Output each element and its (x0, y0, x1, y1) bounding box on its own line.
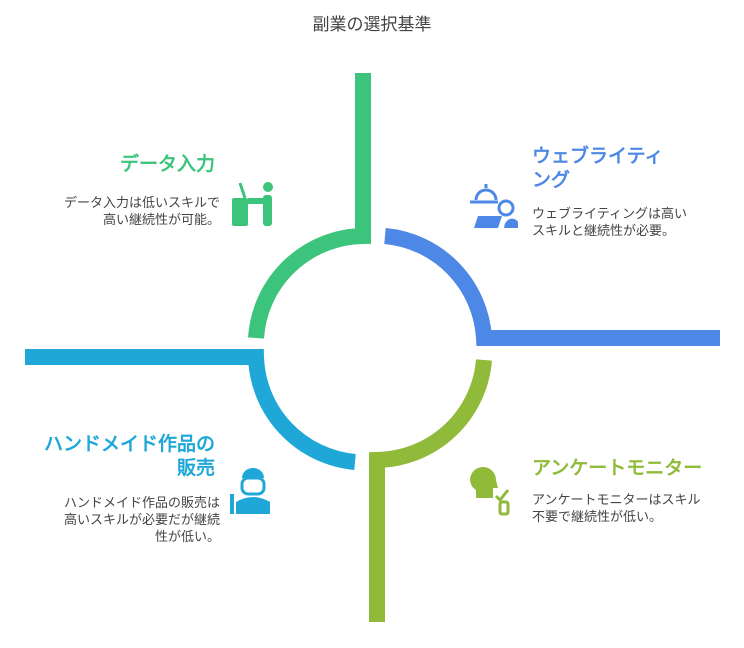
survey-monitor-desc: アンケートモニターはスキル不要で継続性が低い。 (532, 493, 701, 525)
diagram-title: 副業の選択基準 (312, 15, 432, 35)
handmade-desc: ハンドメイド作品の販売は高いスキルが必要だが継続性が低い。 (63, 496, 220, 545)
survey-monitor-heading: アンケートモニター (532, 457, 703, 479)
data-entry-heading: データ入力 (119, 153, 215, 175)
cyan-arc (25, 349, 356, 470)
survey-person-icon (470, 467, 510, 516)
olive-arc (369, 359, 492, 622)
data-entry-desc: データ入力は低いスキルで高い継続性が可能。 (63, 196, 220, 228)
laptop-sun-icon (470, 184, 518, 228)
desk-worker-icon (232, 182, 273, 226)
handmade-heading: ハンドメイド作品の販売 (43, 433, 215, 479)
blue-arc (384, 228, 720, 346)
web-writing-desc: ウェブライティングは高いスキルと継続性が必要。 (532, 207, 687, 239)
green-arc (248, 73, 371, 339)
craftsman-icon (230, 468, 270, 514)
web-writing-heading: ウェブライティング (532, 145, 664, 191)
